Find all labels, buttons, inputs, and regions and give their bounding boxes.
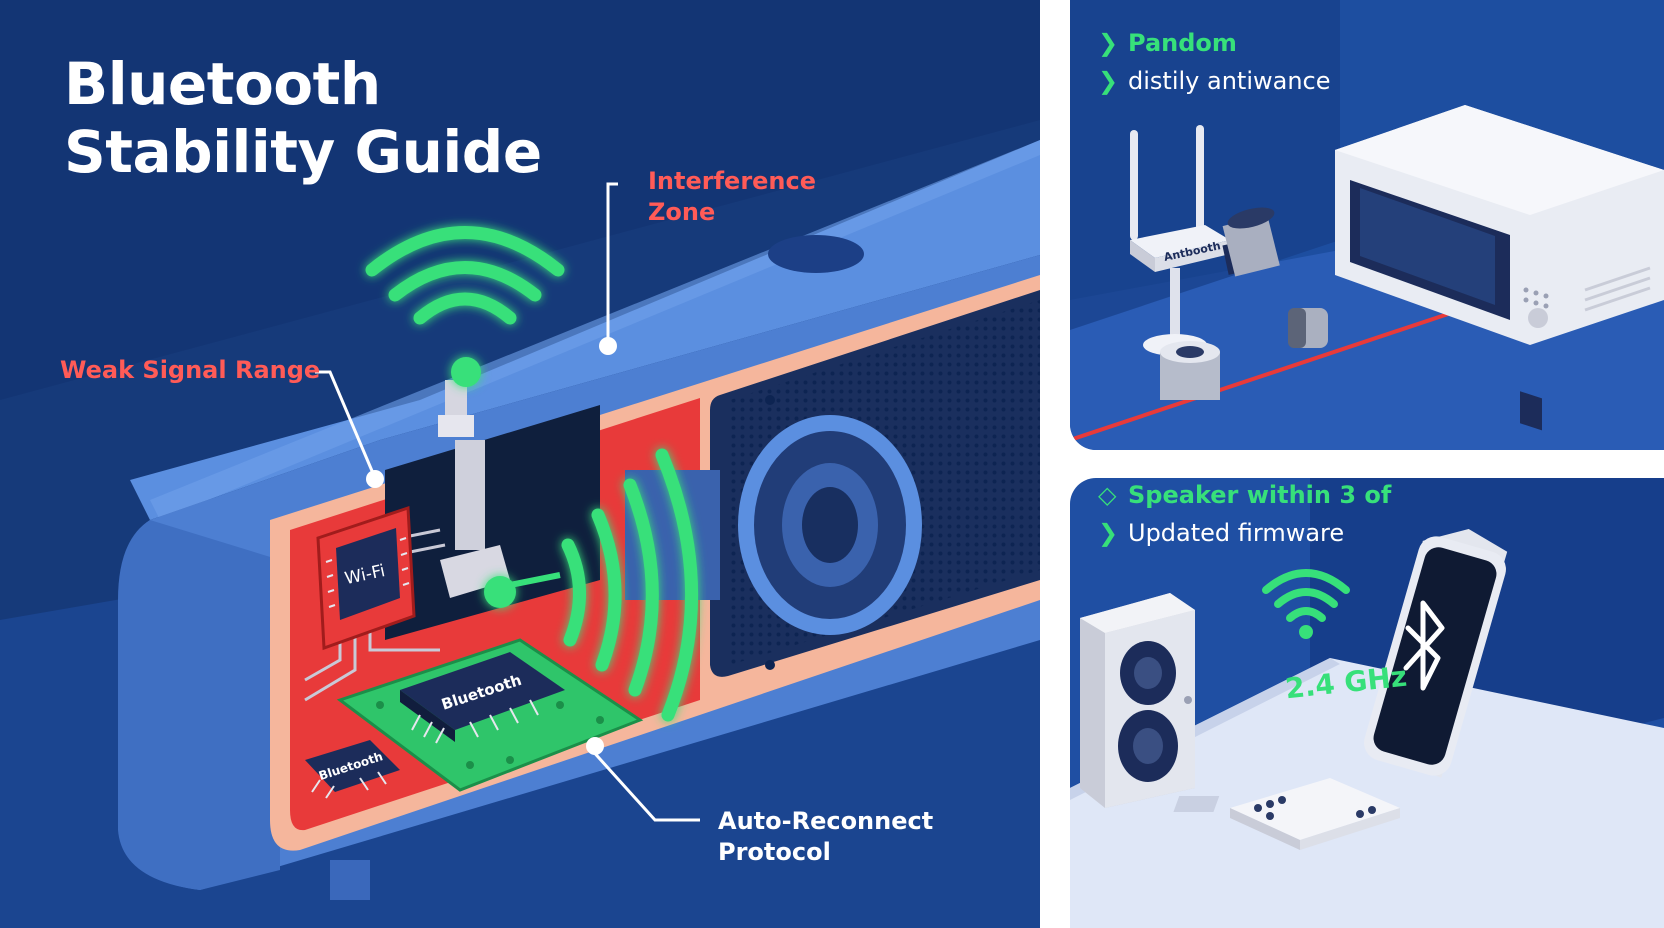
chevron-right-icon: ❯ <box>1098 29 1119 57</box>
antenna-assembly <box>438 380 720 608</box>
signal-waves <box>365 226 699 722</box>
page-title: Bluetooth Stability Guide <box>64 50 542 186</box>
list-item-text: Pandom <box>1128 29 1237 57</box>
auto-reconnect-line-1: Auto-Reconnect <box>718 807 934 835</box>
title-line-2: Stability Guide <box>64 118 542 186</box>
list-item-text: Speaker within 3 of <box>1128 481 1392 509</box>
woofer-driver <box>738 415 922 635</box>
microwave-oven <box>1335 105 1664 431</box>
auto-reconnect-marker <box>586 737 604 755</box>
interference-marker <box>599 337 617 355</box>
soundbar-cutaway-illustration: Wi-Fi Bluetooth <box>0 0 1040 928</box>
list-item: ◇ Speaker within 3 of <box>1098 478 1391 514</box>
wifi-module: Wi-Fi <box>316 505 416 651</box>
title-line-1: Bluetooth <box>64 50 381 118</box>
interference-line-2: Zone <box>648 198 716 226</box>
chevron-right-icon: ❯ <box>1098 67 1119 95</box>
best-practices-panel: 2.4 GHz ◇ Speaker within 3 of ❯ Updated … <box>1070 478 1664 928</box>
wireless-signal-icon <box>1262 569 1350 622</box>
bottom-right-checklist: ◇ Speaker within 3 of ❯ Updated firmware <box>1098 478 1391 552</box>
callout-leaders <box>315 182 700 822</box>
auto-reconnect-callout: Auto-Reconnect Protocol <box>718 806 933 868</box>
bluetooth-pcb: Bluetooth Bluetooth <box>305 638 644 799</box>
metal-cylinders <box>1160 207 1328 400</box>
auto-reconnect-line-2: Protocol <box>718 838 831 866</box>
top-vent-hole <box>768 235 864 273</box>
list-item: ❯ distily antiwance <box>1098 62 1331 100</box>
weak-signal-text: Weak Signal Range <box>60 356 321 384</box>
list-item-text: Updated firmware <box>1128 519 1345 547</box>
antenna-tip-led <box>451 357 481 387</box>
interference-zone-callout: Interference Zone <box>648 166 816 228</box>
smartphone-device <box>1364 529 1508 778</box>
interference-sources-illustration: Antbooth <box>1070 0 1664 450</box>
list-item: ❯ Updated firmware <box>1098 514 1391 552</box>
chevron-right-icon: ❯ <box>1098 519 1119 547</box>
wall-shade <box>0 0 1040 400</box>
top-right-checklist: ❯ Pandom ❯ distily antiwance <box>1098 24 1331 100</box>
interference-path <box>1070 298 1491 442</box>
weak-signal-marker <box>366 470 384 488</box>
panel-divider-vertical <box>1040 0 1070 928</box>
main-illustration-panel: Wi-Fi Bluetooth <box>0 0 1040 928</box>
interference-sources-panel: Antbooth <box>1070 0 1664 450</box>
bookshelf-speaker <box>1080 593 1195 808</box>
weak-signal-callout: Weak Signal Range <box>60 355 320 386</box>
list-item-text: distily antiwance <box>1128 67 1331 95</box>
best-practices-illustration <box>1070 478 1664 928</box>
panel-divider-horizontal <box>1070 450 1664 478</box>
tabletop <box>1070 658 1664 928</box>
interference-line-1: Interference <box>648 167 817 195</box>
list-item: ❯ Pandom <box>1098 24 1331 62</box>
remote-control-device <box>1173 778 1400 850</box>
diamond-check-icon: ◇ <box>1098 481 1117 509</box>
bluetooth-icon <box>1403 600 1445 691</box>
